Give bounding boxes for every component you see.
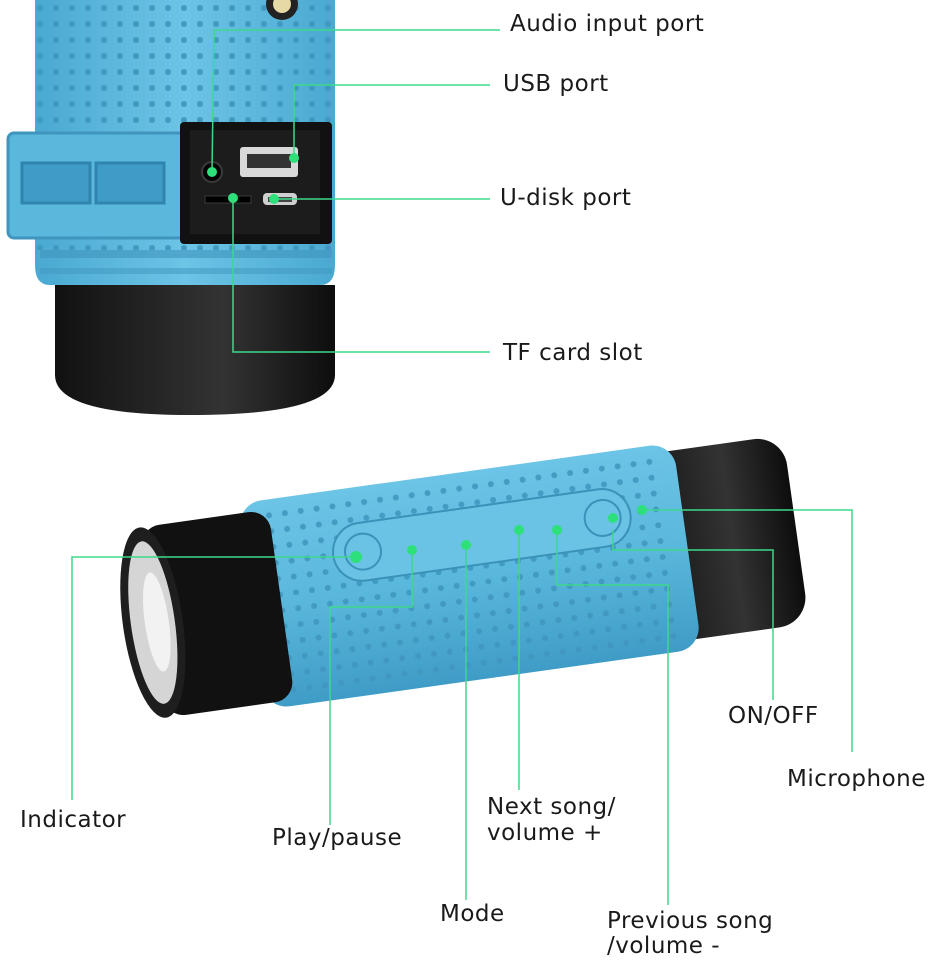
indicator-line xyxy=(71,556,356,800)
label-indicator: Indicator xyxy=(20,807,127,833)
label-previous-song-2: /volume - xyxy=(607,933,721,959)
speaker-side-view xyxy=(120,438,806,718)
on-off-line xyxy=(612,530,774,700)
label-audio-input-port: Audio input port xyxy=(510,11,705,37)
label-microphone: Microphone xyxy=(787,766,926,792)
label-on-off: ON/OFF xyxy=(728,703,819,729)
tf-slot-dot xyxy=(228,193,238,203)
next-song-dot xyxy=(514,525,524,535)
label-mode: Mode xyxy=(440,901,505,927)
label-next-song-2: volume + xyxy=(487,820,603,846)
tf-slot-line xyxy=(232,198,490,353)
marker-dots xyxy=(207,153,647,563)
play-pause-dot xyxy=(407,545,417,555)
label-tf-card-slot: TF card slot xyxy=(503,340,643,366)
indicator-dot xyxy=(350,551,362,563)
label-next-song-1: Next song/ xyxy=(487,794,616,820)
on-off-dot xyxy=(608,513,618,523)
audio-port-dot xyxy=(207,167,217,177)
label-usb-port: USB port xyxy=(503,71,609,97)
microphone-line xyxy=(642,509,853,752)
usb-port-dot xyxy=(289,153,299,163)
previous-song-line xyxy=(556,530,669,905)
previous-song-dot xyxy=(552,525,562,535)
leader-lines xyxy=(71,29,853,905)
u-disk-dot xyxy=(269,194,279,204)
usb-port-line xyxy=(293,84,490,158)
label-u-disk-port: U-disk port xyxy=(500,185,632,211)
label-play-pause: Play/pause xyxy=(272,825,403,851)
play-pause-line xyxy=(329,550,413,825)
audio-port-line xyxy=(211,29,500,173)
microphone-dot xyxy=(637,505,647,515)
mode-dot xyxy=(461,540,471,550)
label-previous-song-1: Previous song xyxy=(607,908,774,934)
